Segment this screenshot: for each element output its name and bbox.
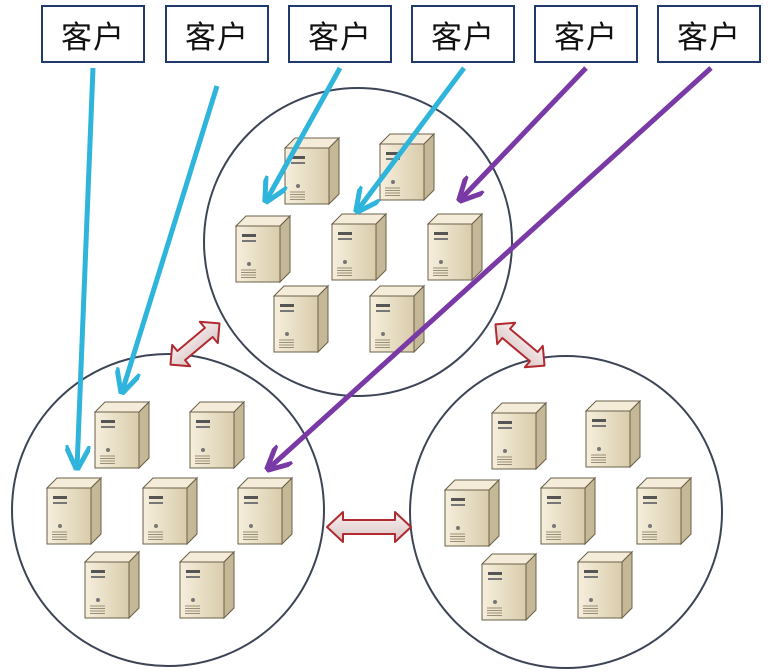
client-box-6: 客户 xyxy=(657,5,761,63)
server-icon xyxy=(368,284,426,354)
cluster-top-circle xyxy=(203,87,513,397)
server-icon xyxy=(426,212,484,282)
server-icon xyxy=(576,550,634,620)
server-icon xyxy=(490,401,548,471)
client-box-3: 客户 xyxy=(288,5,392,63)
server-icon xyxy=(45,476,103,546)
server-icon xyxy=(141,476,199,546)
server-icon xyxy=(635,476,693,546)
server-icon xyxy=(584,399,642,469)
client-4-request-arrow xyxy=(357,66,467,211)
client-box-2: 客户 xyxy=(165,5,269,63)
client-6-request-arrow xyxy=(268,66,713,469)
link-top-bottom-left-arrow xyxy=(169,320,221,368)
client-label: 客户 xyxy=(431,19,495,56)
client-3-request-arrow xyxy=(266,66,343,201)
server-icon xyxy=(443,478,501,548)
server-icon xyxy=(330,212,388,282)
server-icon xyxy=(178,550,236,620)
client-label: 客户 xyxy=(61,19,125,56)
server-icon xyxy=(272,284,330,354)
servers-layer xyxy=(45,132,693,622)
cluster-bottom-left-circle xyxy=(11,353,325,667)
cluster-bottom-right-circle xyxy=(409,355,723,669)
server-icon xyxy=(188,400,246,470)
client-1-request-arrow xyxy=(77,67,96,468)
client-label: 客户 xyxy=(554,19,618,56)
client-label: 客户 xyxy=(677,19,741,56)
server-icon xyxy=(480,552,538,622)
server-icon xyxy=(539,476,597,546)
client-box-1: 客户 xyxy=(41,5,145,63)
server-icon xyxy=(234,214,292,284)
server-icon xyxy=(83,550,141,620)
client-5-request-arrow xyxy=(460,66,588,200)
client-label: 客户 xyxy=(308,19,372,56)
client-label: 客户 xyxy=(185,19,249,56)
server-icon xyxy=(93,400,151,470)
client-box-5: 客户 xyxy=(534,5,638,63)
client-box-4: 客户 xyxy=(411,5,515,63)
link-bottom-left-bottom-right-arrow xyxy=(326,511,412,543)
client-2-request-arrow xyxy=(122,85,220,392)
link-top-bottom-right-arrow xyxy=(494,321,546,369)
server-icon xyxy=(236,476,294,546)
